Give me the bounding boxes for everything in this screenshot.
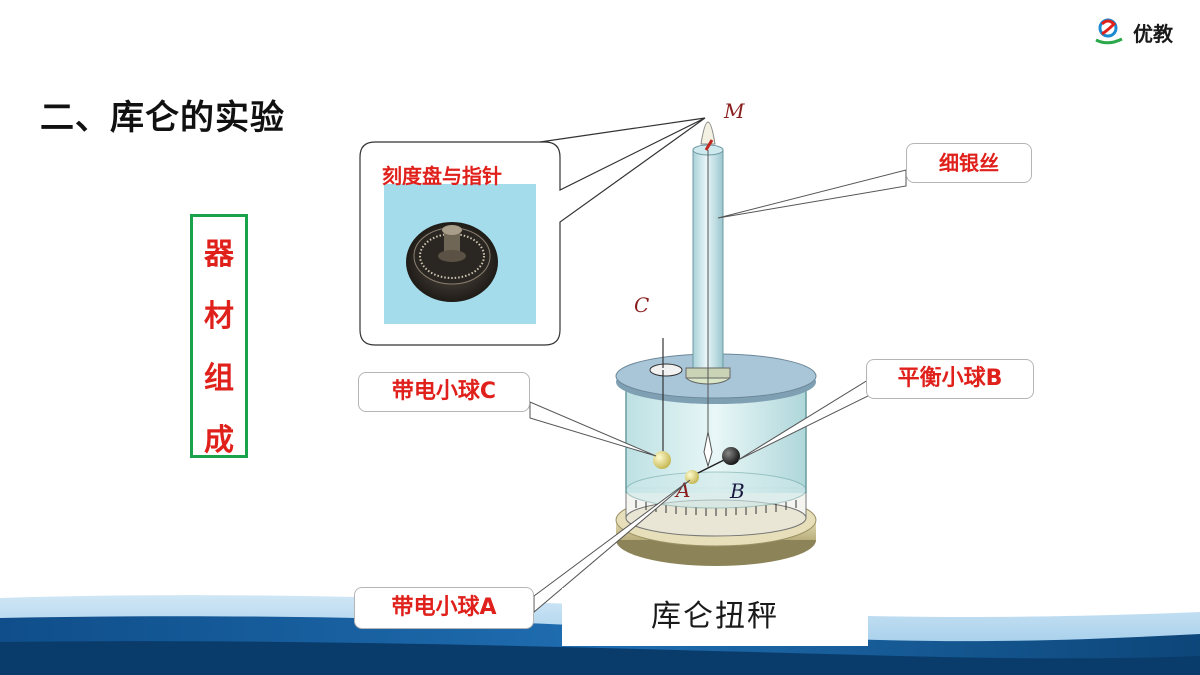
callout-ball-a-text: 带电小球A [391,595,497,620]
ball-b [722,447,740,465]
letter-a: A [674,478,690,502]
page-title: 二、库仑的实验 [40,98,285,138]
dial-photo [406,222,498,302]
callout-ball-c: 带电小球C [358,372,530,412]
vertical-char: 材 [204,299,234,334]
vertical-char: 组 [204,361,234,396]
callout-ball-c-text: 带电小球C [391,379,497,404]
diagram-caption-box: 库仑扭秤 [562,588,868,646]
letter-m: M [723,99,745,123]
logo-text: 优教 [1133,22,1173,46]
vertical-char: 器 [204,237,234,272]
callout-ball-b: 平衡小球B [866,359,1034,399]
logo-icon [1095,18,1123,45]
callout-ball-a: 带电小球A [354,587,534,629]
equipment-label-box: 器 材 组 成 [190,214,248,458]
dial-callout-label: 刻度盘与指针 [382,164,502,188]
ball-c [653,451,671,469]
callout-silver-wire-text: 细银丝 [939,151,999,175]
callout-silver-wire: 细银丝 [906,143,1032,183]
callout-ball-b-text: 平衡小球B [897,366,1003,391]
diagram-caption: 库仑扭秤 [651,599,779,634]
vertical-char: 成 [204,423,234,458]
letter-b: B [729,479,745,503]
letter-c: C [634,293,649,317]
